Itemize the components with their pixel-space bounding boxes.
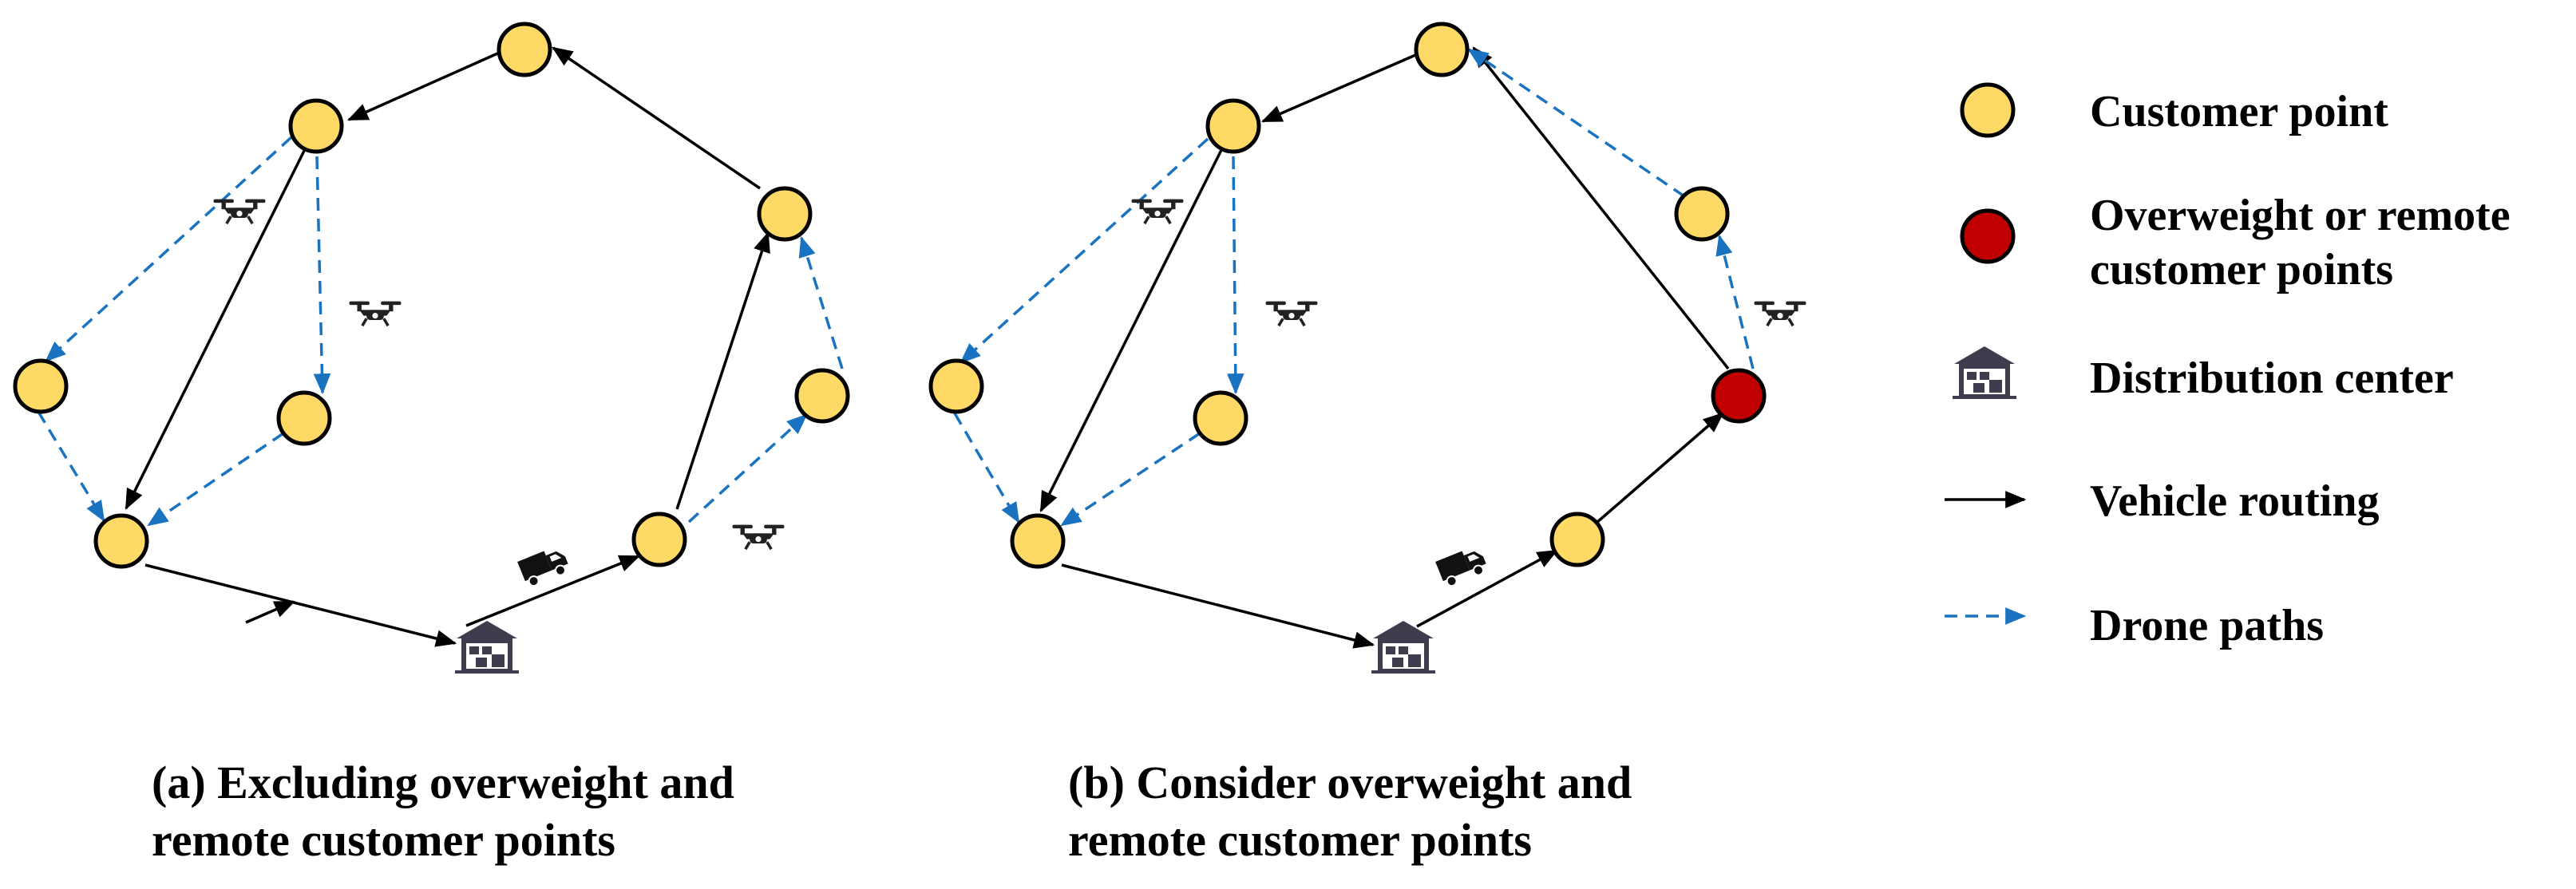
legend-drone-label: Drone paths <box>2090 601 2324 650</box>
drone-path-b-6 <box>1467 48 1685 198</box>
vehicle-route-b-2 <box>1595 412 1724 524</box>
legend-overweight-label-1: Overweight or remote <box>2090 191 2511 240</box>
drone-path-b-1 <box>960 137 1209 364</box>
drone-path-b-5 <box>1715 234 1755 369</box>
drone-path-a-6 <box>798 235 844 369</box>
vehicle-route-b-4 <box>1261 51 1422 123</box>
customer-node <box>631 512 687 567</box>
customer-node <box>1549 512 1605 567</box>
drone-icon <box>1752 299 1808 328</box>
vehicle-route-b-3 <box>1472 46 1730 370</box>
drone-path-a-2 <box>37 411 105 522</box>
vehicle-route-a-5 <box>347 49 504 121</box>
vehicle-route-b-6 <box>1061 563 1375 649</box>
caption-b-line2: remote customer points <box>1068 814 1532 866</box>
customer-node <box>1193 390 1248 446</box>
customer-node <box>497 22 552 77</box>
drone-path-b-4 <box>1060 432 1201 527</box>
customer-node <box>1205 98 1261 154</box>
vehicle-route-b-1 <box>1416 549 1558 628</box>
drone-icon <box>1264 299 1320 328</box>
customer-node <box>13 358 69 414</box>
caption-a-line2: remote customer points <box>152 814 615 866</box>
warehouse-icon <box>1953 346 2016 399</box>
drone-path-a-1 <box>45 136 293 362</box>
drone-icon <box>1130 197 1185 226</box>
customer-node <box>1414 22 1470 77</box>
panel-b <box>928 22 1808 674</box>
vehicle-route-a-4 <box>552 46 761 190</box>
truck-icon <box>516 543 572 587</box>
drone-icon <box>347 299 403 328</box>
panel-a <box>13 22 850 674</box>
legend-overweight-swatch <box>1960 208 2016 264</box>
drone-path-b-3 <box>1226 156 1244 395</box>
drone-icon <box>730 523 786 551</box>
vehicle-route-a-3 <box>675 231 770 510</box>
vehicle-route-a-2 <box>465 555 641 627</box>
legend: Customer point Overweight or remote cust… <box>1945 82 2511 650</box>
drone-path-b-2 <box>953 413 1020 524</box>
drone-icon <box>212 197 267 226</box>
customer-node <box>1674 186 1730 242</box>
vehicle-route-a-1 <box>245 600 295 624</box>
customer-node <box>928 358 984 414</box>
truck-icon <box>1434 543 1490 587</box>
captions: (a) Excluding overweight and remote cust… <box>152 757 1632 866</box>
customer-node <box>794 368 850 424</box>
drone-path-a-4 <box>147 432 284 527</box>
legend-depot-label: Distribution center <box>2090 354 2454 403</box>
legend-customer-label: Customer point <box>2090 87 2388 136</box>
vehicle-route-a-6 <box>125 148 307 510</box>
warehouse-icon <box>1371 621 1435 674</box>
warehouse-icon <box>455 621 519 674</box>
overweight-node <box>1711 368 1767 424</box>
customer-node <box>276 390 332 446</box>
drone-path-a-3 <box>313 156 331 395</box>
caption-b-line1: (b) Consider overweight and <box>1068 757 1632 808</box>
customer-node <box>1010 513 1066 569</box>
drone-path-a-5 <box>687 413 808 524</box>
customer-node <box>288 98 344 154</box>
customer-node <box>757 186 813 242</box>
vehicle-route-b-5 <box>1039 149 1223 512</box>
caption-a-line1: (a) Excluding overweight and <box>152 757 734 808</box>
customer-node <box>93 513 149 569</box>
legend-vehicle-label: Vehicle routing <box>2090 476 2379 526</box>
vehicle-route-a-7 <box>144 563 457 647</box>
legend-overweight-label-2: customer points <box>2090 245 2393 294</box>
legend-customer-swatch <box>1960 82 2016 138</box>
